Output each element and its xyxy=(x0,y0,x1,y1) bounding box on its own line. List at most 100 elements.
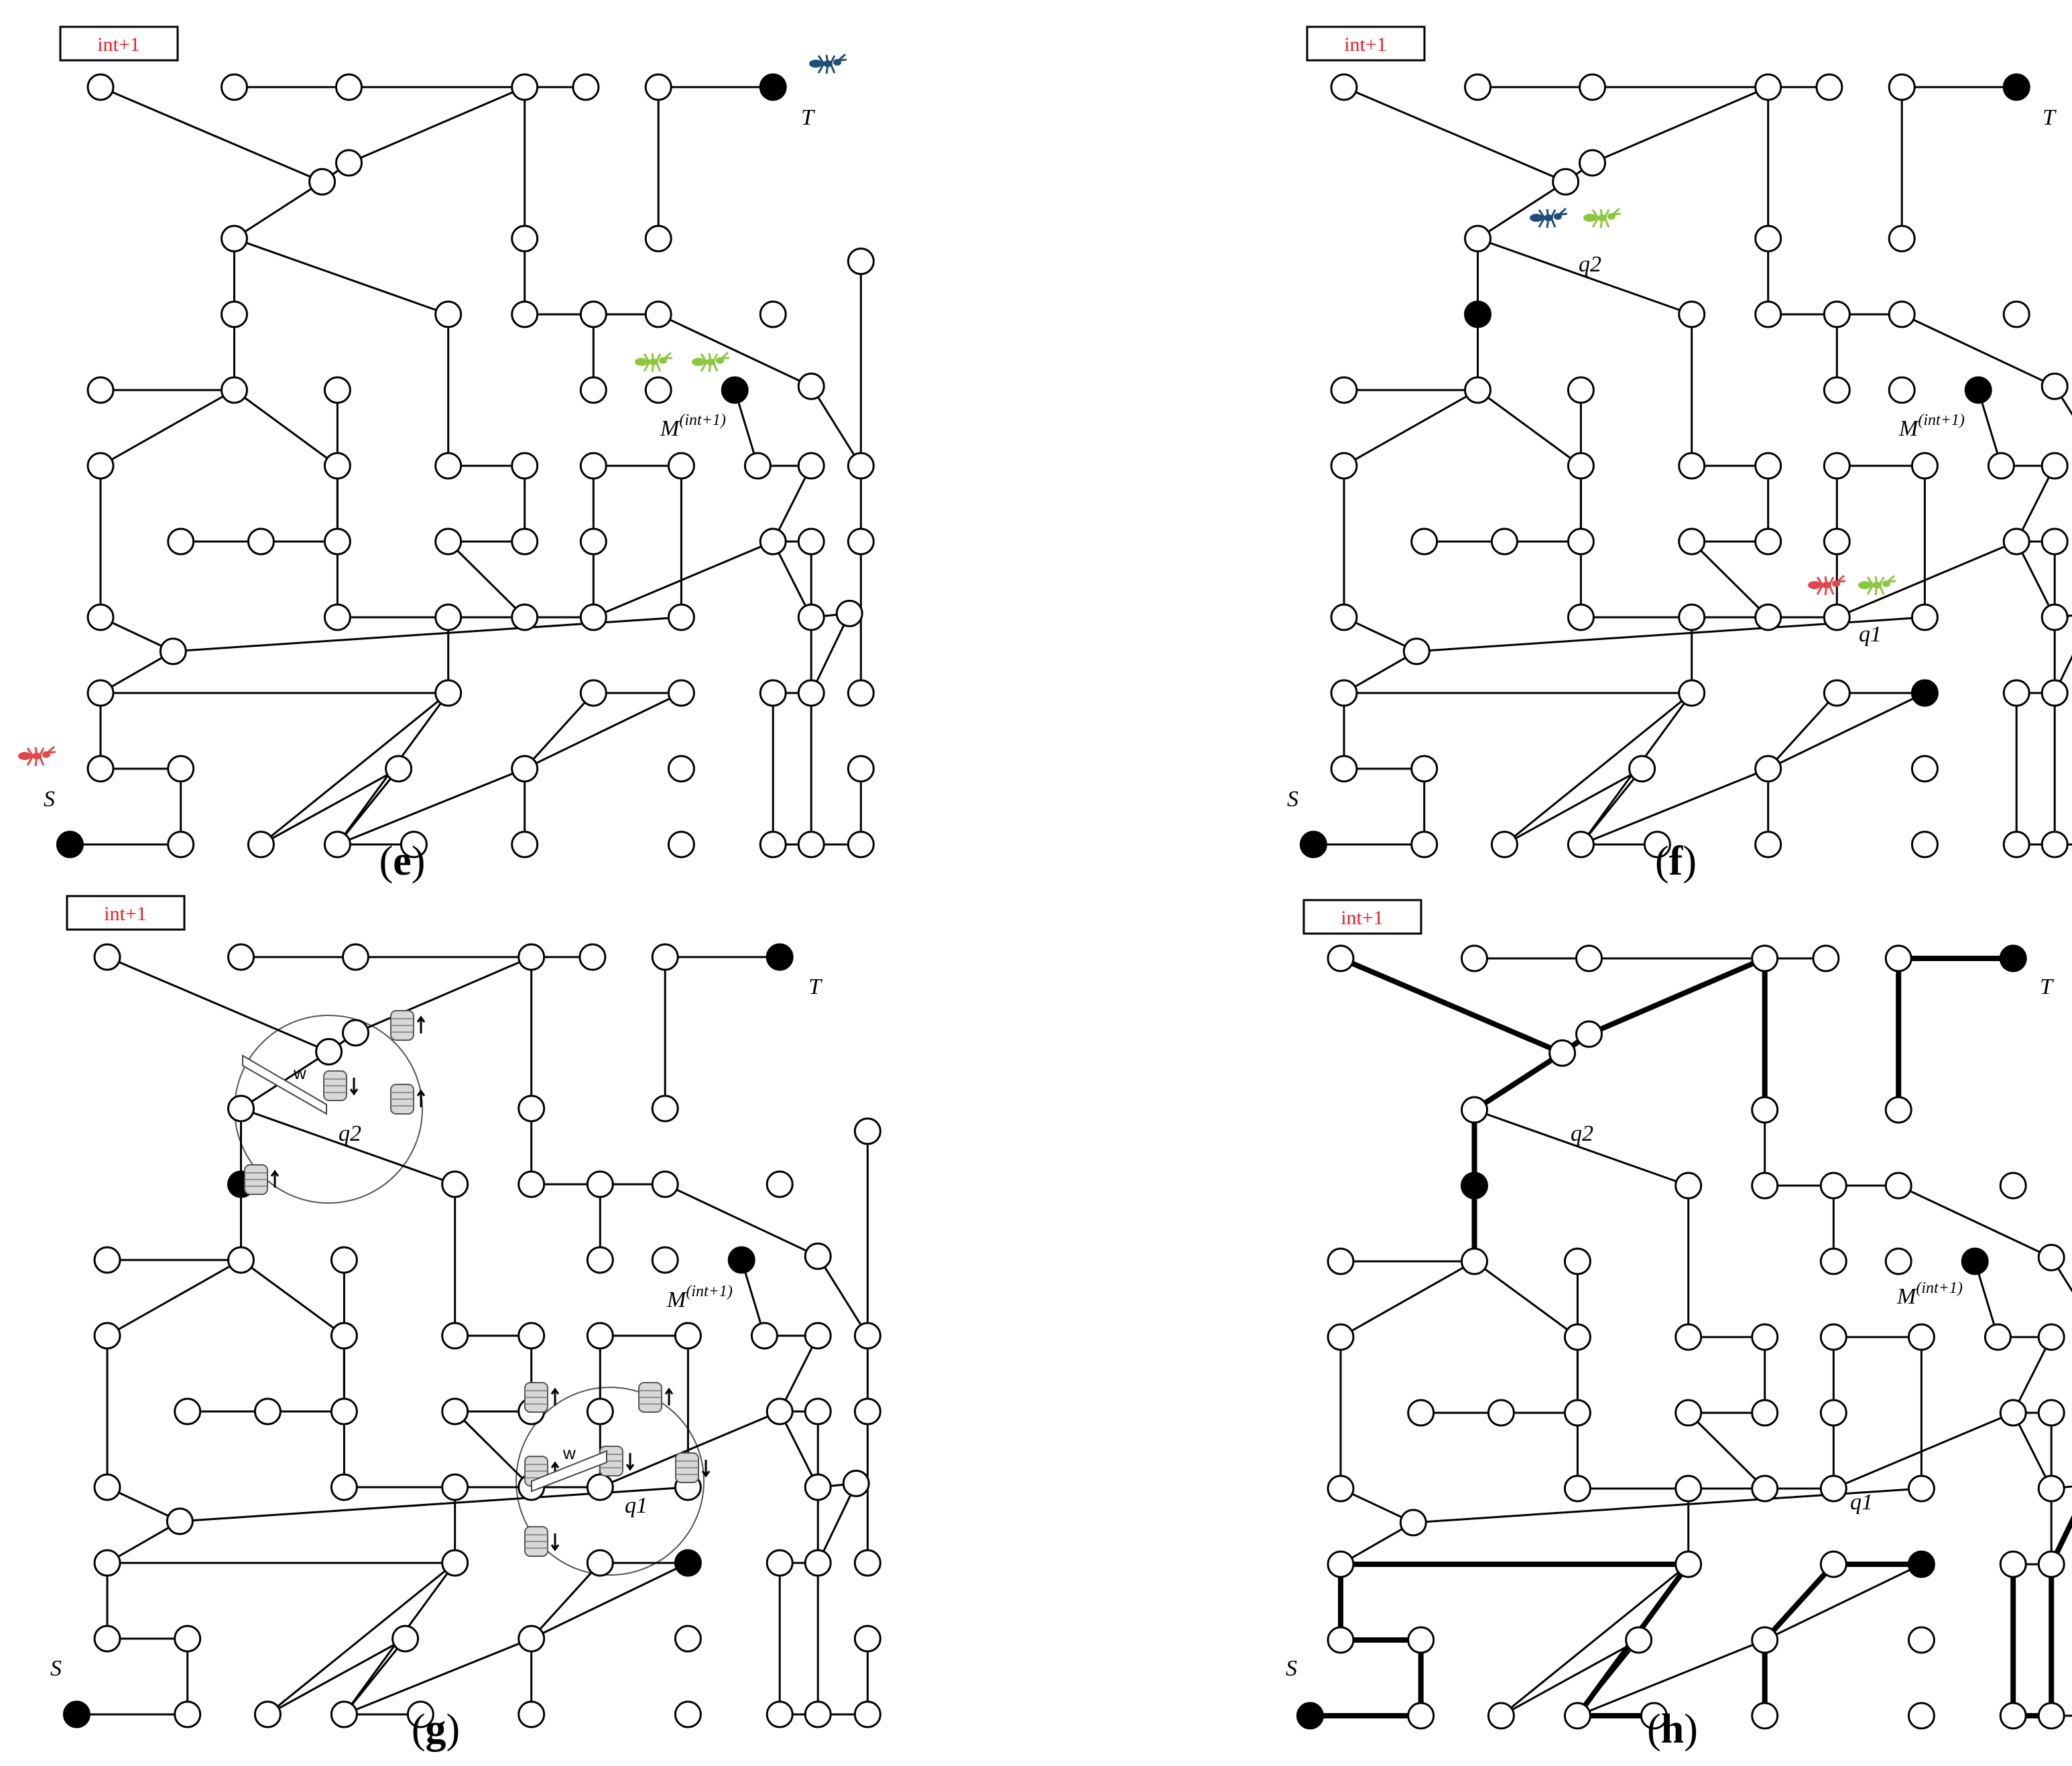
graph-node xyxy=(2037,1243,2065,1271)
ant-icon xyxy=(1808,574,1846,596)
graph-node xyxy=(511,603,539,631)
graph-node xyxy=(743,452,772,480)
graph-node xyxy=(1410,830,1439,859)
graph-node xyxy=(174,1397,202,1426)
graph-node xyxy=(227,943,255,971)
graph-node xyxy=(323,376,351,404)
graph-node xyxy=(1674,1550,1703,1578)
graph-edge xyxy=(1473,1260,1579,1338)
graph-node xyxy=(511,452,539,480)
graph-node xyxy=(517,1322,546,1350)
ant-leg xyxy=(1546,217,1550,229)
arrow-down-icon xyxy=(349,1078,359,1096)
q2-label: q2 xyxy=(1579,252,1601,277)
q2-label: q2 xyxy=(1571,1121,1593,1146)
graph-node xyxy=(93,1549,121,1577)
panel-g: int+1 w w T S M(int+1) q2 xyxy=(50,895,881,1752)
graph-node xyxy=(2040,527,2069,556)
graph-node xyxy=(766,1700,794,1728)
graph-node xyxy=(511,527,539,556)
graph-node xyxy=(1327,1323,1355,1351)
graph-node xyxy=(174,1700,202,1728)
graph-node xyxy=(86,679,115,707)
graph-edge xyxy=(100,389,235,467)
graph-node xyxy=(511,300,539,328)
ant-leg xyxy=(655,353,662,363)
special-node xyxy=(1464,300,1491,328)
graph-node xyxy=(797,830,825,859)
graph-node xyxy=(2002,830,2030,859)
graph-edge xyxy=(772,465,812,542)
graph-edge xyxy=(1764,1563,1923,1641)
arrow-down-icon xyxy=(701,1460,711,1478)
graph-node xyxy=(511,225,539,253)
graph-node xyxy=(93,1246,121,1274)
graph-edge xyxy=(524,692,682,770)
graph-node xyxy=(1330,603,1358,631)
graph-edge xyxy=(100,650,174,694)
graph-edge xyxy=(2012,1412,2053,1489)
target-label: T xyxy=(808,974,822,999)
graph-edge xyxy=(1500,1639,1640,1717)
graph-node xyxy=(166,1507,194,1535)
ant-leg xyxy=(1828,576,1835,586)
ant-blue xyxy=(809,53,847,74)
graph-node xyxy=(1823,376,1851,404)
graph-node xyxy=(2037,1323,2065,1351)
graph-edge xyxy=(658,313,812,387)
graph-node xyxy=(853,1549,881,1577)
graph-node xyxy=(1567,527,1595,556)
graph-node xyxy=(2040,372,2069,400)
ant-leg xyxy=(34,755,38,767)
ant-body-part xyxy=(635,358,648,366)
panel-f: int+1 T S M(int+1) q2 q1 (f) xyxy=(1287,25,2072,884)
graph-edge xyxy=(1477,389,1582,467)
ant-leg xyxy=(825,63,829,74)
graph-node xyxy=(853,1625,881,1653)
graph-node xyxy=(1327,1626,1355,1654)
graph-node xyxy=(315,1037,343,1066)
graph-node xyxy=(86,755,115,783)
graph-node xyxy=(1984,1323,2012,1351)
graph-node xyxy=(434,300,463,328)
ant-icon xyxy=(809,53,847,74)
graph-node xyxy=(579,300,607,328)
graph-node xyxy=(221,300,248,328)
graph-node xyxy=(853,1397,881,1426)
graph-edge xyxy=(337,768,400,845)
ant-icon xyxy=(18,745,56,767)
graph-node xyxy=(644,73,672,101)
graph-edge xyxy=(107,1520,181,1564)
graph-node xyxy=(1999,1172,2027,1200)
graph-node xyxy=(167,830,195,859)
graph-node xyxy=(221,376,248,404)
graph-node xyxy=(253,1397,282,1426)
graph-node xyxy=(1751,1626,1779,1654)
path-edge xyxy=(1762,1562,1836,1642)
graph-node xyxy=(517,943,546,971)
special-node xyxy=(759,73,787,101)
special-node xyxy=(1461,1172,1488,1200)
graph-node xyxy=(842,1469,870,1497)
graph-node xyxy=(804,1397,832,1426)
graph-node xyxy=(578,943,607,971)
graph-node xyxy=(1567,603,1595,631)
graph-node xyxy=(1754,527,1782,556)
graph-edge xyxy=(816,1483,857,1564)
graph-node xyxy=(797,372,825,400)
pheromone-tank-icon xyxy=(524,1382,560,1413)
graph-node xyxy=(1490,830,1518,859)
graph-node xyxy=(1327,944,1355,972)
pheromone-tank-icon xyxy=(244,1164,280,1195)
ant-leg xyxy=(700,361,708,372)
graph-edges xyxy=(76,956,869,1716)
graph-node xyxy=(335,73,363,101)
ant-leg xyxy=(1824,584,1828,596)
graph-node xyxy=(674,1322,702,1350)
ant-leg xyxy=(825,54,829,64)
ant-leg xyxy=(1816,576,1824,586)
special-node xyxy=(56,830,84,859)
special-node xyxy=(766,943,794,971)
graph-edge xyxy=(599,1410,780,1489)
graph-node xyxy=(221,73,248,101)
